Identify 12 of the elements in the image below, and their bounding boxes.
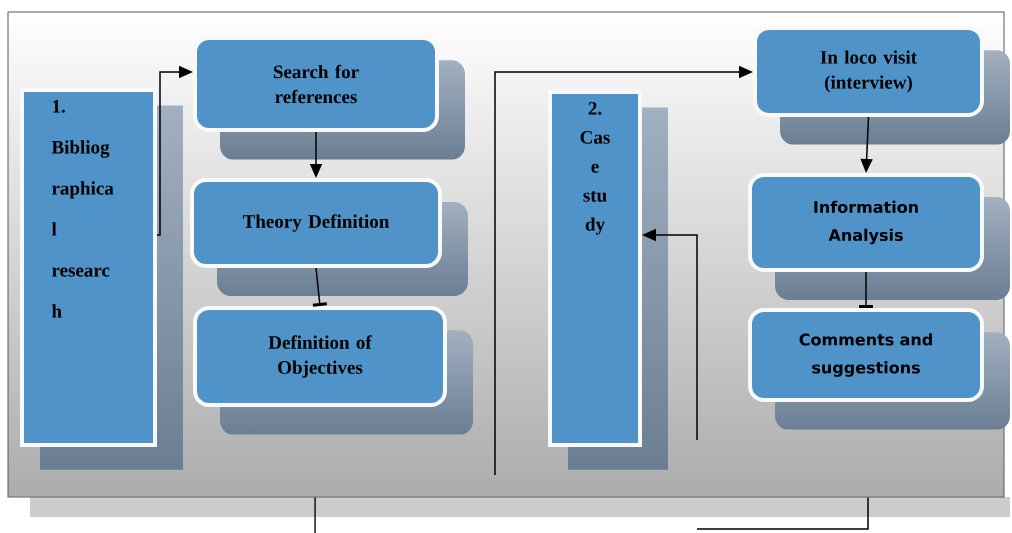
step-box: Comments and suggestions bbox=[748, 308, 984, 402]
step-box: Theory Definition bbox=[190, 178, 442, 268]
connector bbox=[314, 496, 316, 533]
step-box: In loco visit (interview) bbox=[753, 26, 984, 117]
step-box: Definition of Objectives bbox=[193, 306, 447, 407]
connector bbox=[696, 496, 869, 530]
step-box: Information Analysis bbox=[748, 173, 984, 272]
stage-box: 2. Cas e stu dy bbox=[548, 90, 642, 447]
arrow bbox=[859, 271, 873, 308]
stage-box: 1. Bibliog raphica l researc h bbox=[20, 88, 157, 447]
step-box: Search for references bbox=[193, 36, 439, 132]
arrow bbox=[312, 267, 327, 307]
